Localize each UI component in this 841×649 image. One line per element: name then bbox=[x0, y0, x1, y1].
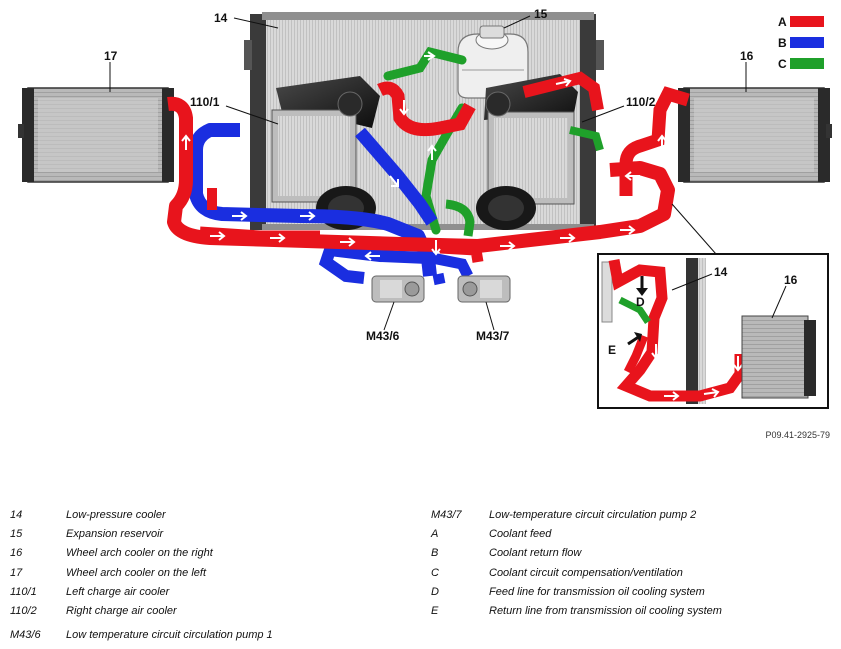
wheel-arch-cooler-right bbox=[678, 87, 832, 183]
legend-desc: Feed line for transmission oil cooling s… bbox=[489, 586, 705, 598]
legend-code: M43/7 bbox=[431, 509, 462, 521]
callout-110-2: 110/2 bbox=[626, 95, 656, 109]
key-c-label: C bbox=[778, 57, 787, 71]
key-a-swatch bbox=[790, 16, 824, 27]
legend-left: 14 Low-pressure cooler 15 Expansion reserv… bbox=[10, 508, 410, 628]
legend-code: D bbox=[431, 586, 439, 598]
color-key: A B C bbox=[778, 15, 824, 71]
callout-m43-6: M43/6 bbox=[366, 329, 400, 343]
leader-lines bbox=[109, 15, 747, 331]
callout-17: 17 bbox=[104, 49, 118, 63]
legend-desc: Coolant return flow bbox=[489, 547, 582, 559]
legend-desc: Wheel arch cooler on the left bbox=[66, 567, 207, 579]
pump-m43-6 bbox=[371, 275, 425, 303]
legend-code: 16 bbox=[10, 547, 23, 559]
legend-code: 14 bbox=[10, 509, 23, 521]
legend-code: 110/2 bbox=[10, 605, 37, 617]
legend-desc: Left charge air cooler bbox=[66, 586, 170, 598]
legend-desc: Right charge air cooler bbox=[66, 605, 177, 617]
wheel-arch-cooler-left bbox=[18, 87, 174, 183]
legend-code: M43/6 bbox=[10, 629, 41, 641]
legend-desc: Coolant circuit compensation/ventilation bbox=[489, 567, 683, 579]
legend-desc: Wheel arch cooler on the right bbox=[66, 547, 213, 559]
callout-m43-7: M43/7 bbox=[476, 329, 510, 343]
legend-desc: Low-pressure cooler bbox=[66, 509, 166, 521]
coolant-circuit-diagram: 14 15 16 17 110/1 110/2 M43/6 M43/7 14 1… bbox=[18, 7, 832, 440]
callout-15: 15 bbox=[534, 7, 548, 21]
flow-arrows bbox=[181, 78, 667, 261]
callout-16: 16 bbox=[740, 49, 754, 63]
legend-code: 15 bbox=[10, 528, 23, 540]
key-a-label: A bbox=[778, 15, 787, 29]
pump-m43-7 bbox=[457, 275, 511, 303]
legend-code: E bbox=[431, 605, 439, 617]
return-line-b bbox=[189, 123, 473, 286]
legend-bottom-row: M43/6 Low temperature circuit circulation… bbox=[10, 628, 410, 642]
legend-code: C bbox=[431, 567, 439, 579]
legend-desc: Expansion reservoir bbox=[66, 528, 164, 540]
legend-right: M43/7 Low-temperature circuit circulation… bbox=[431, 508, 831, 628]
feed-line-a bbox=[167, 71, 690, 263]
legend-desc: Low temperature circuit circulation pump… bbox=[66, 629, 273, 641]
inset-callout-14: 14 bbox=[714, 265, 728, 279]
legend-desc: Coolant feed bbox=[489, 528, 552, 540]
key-b-swatch bbox=[790, 37, 824, 48]
key-c-swatch bbox=[790, 58, 824, 69]
callout-110-1: 110/1 bbox=[190, 95, 220, 109]
key-b-label: B bbox=[778, 36, 787, 50]
inset-callout-16: 16 bbox=[784, 273, 798, 287]
legend-code: B bbox=[431, 547, 439, 559]
inset-callout-e: E bbox=[608, 343, 616, 357]
legend-desc: Return line from transmission oil coolin… bbox=[489, 605, 722, 617]
legend-code: 110/1 bbox=[10, 586, 37, 598]
charge-air-cooler-right bbox=[476, 74, 578, 230]
inset-callout-d: D bbox=[636, 295, 645, 309]
inset-detail bbox=[597, 253, 829, 409]
callout-14: 14 bbox=[214, 11, 228, 25]
figure-id: P09.41-2925-79 bbox=[765, 430, 830, 440]
legend-desc: Low-temperature circuit circulation pump… bbox=[489, 509, 697, 521]
charge-air-cooler-left bbox=[271, 76, 380, 230]
legend-code: A bbox=[431, 528, 439, 540]
legend-code: 17 bbox=[10, 567, 23, 579]
